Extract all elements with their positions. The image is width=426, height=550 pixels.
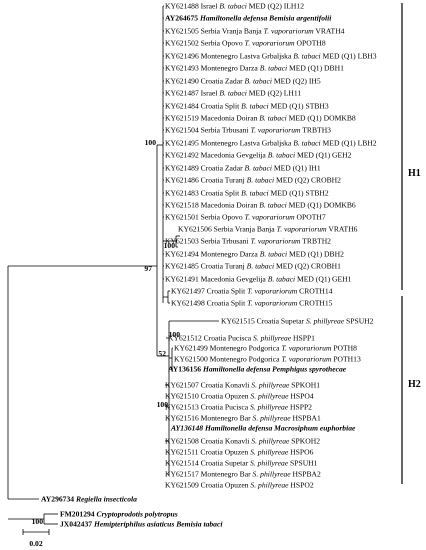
leaf-label: KY621515 Croatia Supetar S. phillyreae S…: [221, 317, 374, 326]
bootstrap-h1-h2: 97: [144, 264, 152, 273]
bootstrap-outgroup: 100: [32, 517, 44, 526]
leaf-label: KY621485 Croatia Turanj B. tabaci MED (Q…: [165, 262, 341, 271]
leaf-label: KY621495 Montenegro Lastva Grbaljska B. …: [165, 139, 377, 148]
leaf-label: KY621483 Croatia Split B. tabaci MED (Q1…: [165, 189, 329, 198]
leaf-label: KY621496 Montenegro Lastva Grbaljska B. …: [165, 52, 377, 61]
leaf-label: KY621511 Croatia Opuzen S. phillyreae HS…: [165, 448, 314, 457]
leaf-label: KY621486 Croatia Turanj B. tabaci MED (Q…: [165, 176, 341, 185]
leaf-label: KY621487 Israel B. tabaci MED (Q2) LH11: [165, 89, 301, 98]
leaf-label: AY264675 Hamiltonella defensa Bemisia ar…: [165, 14, 332, 23]
leaf-label: KY621501 Serbia Opovo T. vaporariorum OP…: [165, 213, 326, 222]
leaf-label: KY621514 Croatia Supetar S. phillyreae S…: [165, 459, 318, 468]
leaf-label: KY621503 Serbia Trbusani T. vaporariorum…: [165, 237, 331, 246]
leaf-label: KY621504 Serbia Trbusani T. vaporariorum…: [165, 126, 331, 135]
bootstrap-h2-lower: 100: [157, 400, 169, 409]
leaf-label: KY621517 Montenegro Bar S. phillyreae HS…: [165, 470, 321, 479]
leaf-label: KY621490 Croatia Zadar B. tabaci MED (Q2…: [165, 77, 321, 86]
leaf-label: KY621513 Croatia Pucisca S. phillyreae H…: [165, 403, 312, 412]
leaf-label: KY621508 Croatia Konavli S. phillyreae S…: [165, 437, 320, 446]
scale-bar-label: 0.02: [29, 539, 42, 548]
leaf-label: KY621502 Serbia Opovo T. vaporariorum OP…: [165, 39, 326, 48]
leaf-label: KY621488 Israel B. tabaci MED (Q2) ILH12: [165, 2, 304, 11]
clade-label-h2: H2: [408, 379, 421, 390]
leaf-label: AY136156 Hamiltonella defensa Pemphigus …: [168, 365, 347, 374]
tree-branches: [7, 5, 219, 525]
leaf-labels: KY621488 Israel B. tabaci MED (Q2) ILH12…: [41, 2, 377, 529]
leaf-label: KY621506 Serbia Vranja Banja T. vaporari…: [178, 225, 358, 234]
leaf-label: KY621489 Croatia Zadar B. tabaci MED (Q1…: [165, 164, 321, 173]
leaf-label: KY621492 Macedonia Gevgelija B. tabaci M…: [165, 151, 352, 160]
leaf-label: KY621519 Macedonia Doiran B. tabaci MED …: [165, 114, 356, 123]
bootstrap-h2-pemphigus: 52: [158, 349, 166, 358]
leaf-label: KY621512 Croatia Pucisca S. phillyreae H…: [168, 334, 315, 343]
leaf-label: KY621509 Croatia Opuzen S. phillyreae HS…: [165, 481, 314, 490]
leaf-label: JX042437 Hemipteriphilus asiaticus Bemis…: [60, 520, 223, 529]
leaf-label: AY136148 Hamiltonella defensa Macrosiphu…: [170, 424, 356, 433]
leaf-label: KY621510 Croatia Opuzen S. phillyreae HS…: [165, 392, 314, 401]
bootstrap-vrath6-clade: 100: [164, 241, 176, 250]
bootstrap-poth-clade: 100: [169, 330, 181, 339]
leaf-label: KY621494 Montenegro Darza B. tabaci MED …: [165, 250, 344, 259]
leaf-label: KY621499 Montenegro Podgorica T. vaporar…: [174, 344, 357, 353]
leaf-label: KY621497 Croatia Split T. vaporariorum C…: [171, 287, 333, 296]
leaf-label: KY621493 Montenegro Darza B. tabaci MED …: [165, 64, 344, 73]
leaf-label: KY621516 Montenegro Bar S. phillyreae HS…: [165, 414, 321, 423]
leaf-label: FM201294 Cryptoprodotis polytropus: [60, 510, 178, 519]
leaf-label: KY621498 Croatia Split T. vaporariorum C…: [171, 299, 333, 308]
leaf-label: KY621491 Macedonia Gevgelija B. tabaci M…: [165, 275, 352, 284]
leaf-label: KY621484 Croatia Split B. tabaci MED (Q1…: [165, 102, 329, 111]
clade-label-h1: H1: [408, 168, 421, 179]
leaf-label: KY621518 Macedonia Doiran B. tabaci MED …: [165, 201, 356, 210]
leaf-label: KY621507 Croatia Konavli S. phillyreae S…: [165, 381, 320, 390]
leaf-label: KY621500 Montenegro Podgorica T. vaporar…: [174, 355, 361, 364]
bootstrap-h1-root: 100: [145, 138, 157, 147]
leaf-label: KY621505 Serbia Vranja Banja T. vaporari…: [165, 27, 345, 36]
leaf-label: AY296734 Regiella insecticola: [41, 495, 137, 504]
